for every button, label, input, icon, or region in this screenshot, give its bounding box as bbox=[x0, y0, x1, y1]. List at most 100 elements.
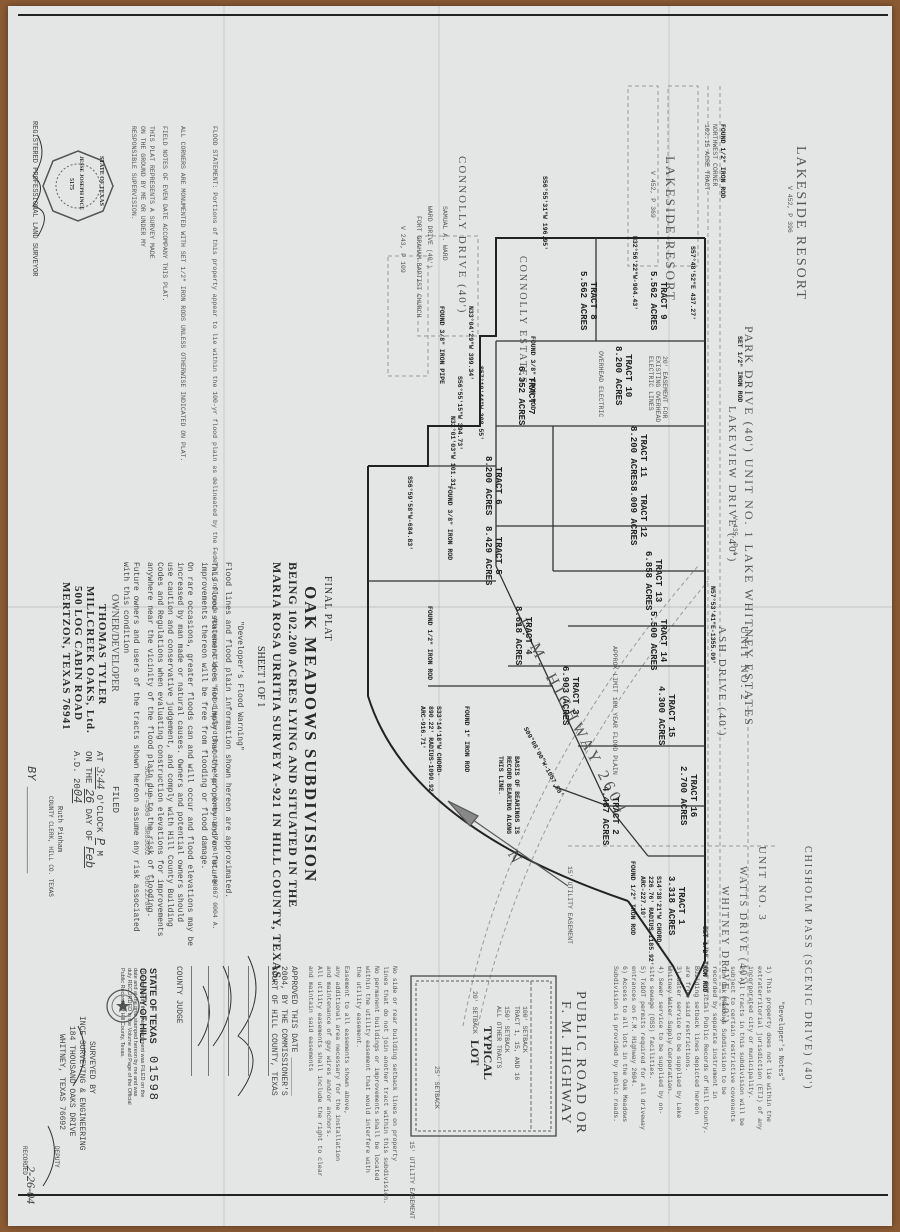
curve-data: S33°14'18"W CHORD-890.22' RADIUS-1090.92… bbox=[419, 706, 442, 796]
easement-note: No permanent buildings or improvements s… bbox=[373, 966, 380, 1181]
setback-150: 150' SETBACK bbox=[503, 1006, 510, 1053]
developer-note: Subdivision is provided by public roads. bbox=[612, 966, 619, 1123]
setback-100-tracts: TRACT 1, 15, AND 16 bbox=[513, 1006, 520, 1081]
flood-warning-line: anywhere near the vicinity of the flood … bbox=[145, 562, 154, 918]
approval-line-3: COURT OF HILL COUNTY, TEXAS bbox=[269, 966, 278, 1096]
vol-note: 06/22/04 bbox=[142, 876, 150, 910]
owner-heading: OWNER/DEVELOPER bbox=[109, 594, 120, 692]
bearing-label: S56°55'15"W 394.73' bbox=[456, 376, 463, 451]
utility-easement-top: 15' UTILITY EASEMENT bbox=[566, 866, 573, 945]
setback-100: 100' SETBACK bbox=[521, 1006, 528, 1053]
flood-plain-label: APPROX LIMIT 100 YEAR FLOOD PLAIN bbox=[611, 646, 618, 775]
fort-graham-ref: V 243, P 109 bbox=[399, 226, 406, 273]
developer-note: 2) All tracts in this subdivision will b… bbox=[738, 966, 745, 1126]
connolly-drive-label: CONNOLLY DRIVE (40') bbox=[456, 156, 468, 315]
clerk-signature: BY ____________ bbox=[24, 766, 38, 875]
survey-cert-statement: THIS PLAT REPRESENTS A SURVEY MADE ON TH… bbox=[130, 126, 155, 259]
unit-2-label: UNIT NO. 2 bbox=[738, 626, 750, 702]
samual-ward-label: SAMUAL A. WARD bbox=[441, 206, 448, 261]
monument-callout: SET 1/2" IRON ROD bbox=[701, 926, 708, 993]
county-seal-icon bbox=[106, 989, 140, 1023]
whitney-drive-label: WHITNEY DRIVE (40') bbox=[719, 886, 730, 1025]
watts-drive-label: WATTS DRIVE (40') bbox=[737, 866, 748, 987]
fold-line bbox=[668, 6, 670, 1226]
lakeview-drive-label: LAKEVIEW DRIVE (40') bbox=[726, 406, 738, 564]
curve-data: S14°38'21"W CHORD-226.76' RADIUS-1185.92… bbox=[639, 876, 662, 966]
flood-warning-line: Codes and Regulations when evaluating co… bbox=[155, 562, 164, 937]
nw-corner-note: NORTHWEST CORNER bbox=[711, 124, 718, 187]
flood-warning-line: Flood lines and flood plain information … bbox=[223, 562, 232, 899]
electric-easement-note: 20' EASEMENT FOR EXISTING OVERHEAD ELECT… bbox=[647, 356, 668, 423]
monument-callout: FOUND 1" IRON ROD bbox=[463, 706, 470, 773]
east-line-bearing: N57°53'41"E-1355.09' bbox=[709, 586, 716, 665]
ward-drive-label: WARD DRIVE (40') bbox=[426, 206, 433, 269]
deputy-label: DEPUTY bbox=[53, 1146, 60, 1168]
surveyor-address-2: WHITNEY, TEXAS 76692 bbox=[57, 1034, 66, 1131]
ash-drive-label: ASH DRIVE (40') bbox=[716, 626, 728, 738]
typical-road-label-1: PUBLIC ROAD OR bbox=[573, 991, 588, 1135]
developer-note: subject to certain restrictive covenants bbox=[729, 966, 736, 1123]
typical-road-label-2: F. M. HIGHWAY bbox=[558, 1001, 573, 1126]
surveyed-by-heading: SURVEYED BY bbox=[87, 1041, 96, 1094]
easement-note: within the utility easement that would i… bbox=[364, 966, 371, 1173]
lakeside-resort-top-ref: V 452, P 396 bbox=[786, 186, 793, 233]
bearing-label: S56°55'31"W 196.95' bbox=[541, 176, 548, 251]
flood-warning-line: On rare occasions, greater floods can an… bbox=[185, 562, 194, 947]
surveyor-seal-icon bbox=[42, 150, 114, 222]
subdivision-name: OAK MEADOWS SUBDIVISION bbox=[301, 586, 320, 884]
flood-warning-line: Future owners and users of the tracts sh… bbox=[131, 562, 140, 932]
scale-note: SCALE 1"=300' bbox=[142, 766, 150, 821]
easement-note: Easement to all easements shown above, bbox=[343, 966, 350, 1115]
owner-name: THOMAS TYLER bbox=[96, 604, 108, 706]
signature-line bbox=[191, 966, 192, 1076]
monument-callout: FOUND 3/8" IRON ROD bbox=[446, 486, 453, 561]
seal-state: STATE OF TEXAS bbox=[98, 156, 104, 206]
setback-150-tracts: ALL OTHER TRACTS bbox=[495, 1006, 502, 1069]
developer-note: incorporated city or municipality. bbox=[747, 966, 754, 1099]
developer-note: 6) Access to all lots in the Oak Meadows bbox=[621, 966, 628, 1123]
county-cert-text: I hereby certify that this instrument wa… bbox=[119, 968, 146, 1105]
developer-note: entrances on F.M. Highway 2604. bbox=[630, 966, 637, 1087]
bearing-label: S57°10'44"W 308.55' bbox=[477, 366, 484, 441]
easement-note: any additional area necessary for the in… bbox=[334, 966, 341, 1162]
border-bottom bbox=[18, 1194, 888, 1196]
developer-note: site sewage (OSS) facilities. bbox=[648, 966, 655, 1080]
easement-note: the utility easement. bbox=[355, 966, 362, 1048]
developer-note: 3) Water service to be supplied by Lake bbox=[675, 966, 682, 1119]
county-clerk-title: COUNTY CLERK, HILL CO. TEXAS bbox=[47, 796, 54, 897]
developer-note: are from said restrictions. bbox=[684, 966, 691, 1072]
overhead-electric-note: OVERHEAD ELECTRIC bbox=[597, 351, 604, 418]
bearing-label: N32°01'03"W 101.31' bbox=[449, 416, 456, 491]
sheet-number: SHEET 1 OF 1 bbox=[255, 646, 266, 708]
filed-label: FILED bbox=[110, 786, 120, 814]
setback-20: 20' SETBACK bbox=[471, 991, 478, 1034]
easement-note: All utility easements shall include the … bbox=[316, 966, 323, 1177]
plat-drawing bbox=[32, 85, 778, 1187]
county-clerk-name: Ruth Pinham bbox=[55, 806, 63, 853]
easement-note: lines that do not join another tract wit… bbox=[382, 966, 389, 1204]
instrument-number: 01598 bbox=[146, 1056, 160, 1103]
approval-line-1: APPROVED THIS DATE ________ bbox=[289, 966, 298, 1096]
chisholm-pass-label: CHISHOLM PASS (SCENIC DRIVE) (40') bbox=[802, 846, 813, 1091]
county-judge-label: COUNTY JUDGE bbox=[174, 966, 183, 1024]
fold-line bbox=[8, 606, 892, 608]
bearing-label: N33°04'29"W 399.34' bbox=[467, 306, 474, 381]
signature-line bbox=[268, 966, 269, 1076]
typical-lot-title: TYPICAL bbox=[481, 1026, 495, 1081]
fort-graham-label: FORT GRAHAM BAPTIST CHURCH bbox=[415, 216, 422, 318]
